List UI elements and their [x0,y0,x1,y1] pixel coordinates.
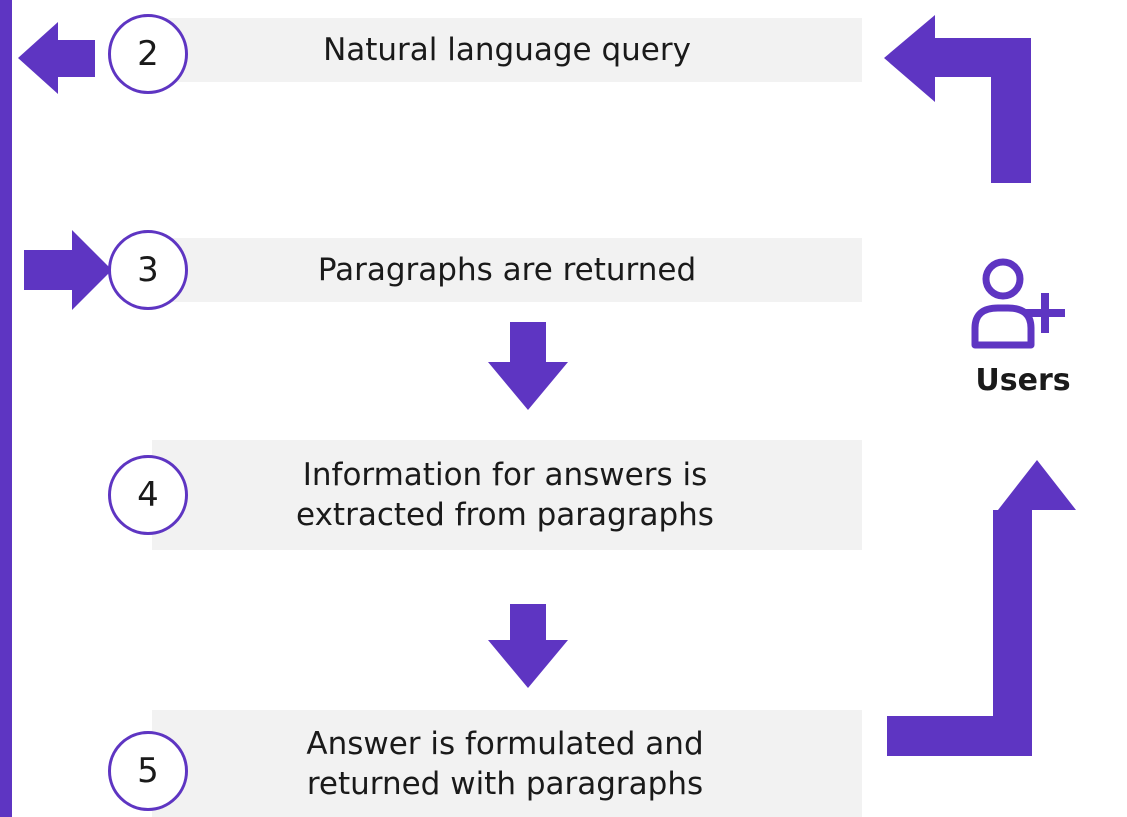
step-4-box [152,440,862,550]
down-arrow-4-to-5 [488,604,568,688]
step-5-number: 5 [108,731,188,811]
bent-arrow-answer-to-users [887,460,1076,756]
step-4-label: Information for answers is extracted fro… [296,457,714,533]
left-arrow-step-2 [18,22,95,94]
step-5-box [152,710,862,817]
step-2-number: 2 [108,14,188,94]
step-4-number: 4 [108,455,188,535]
left-vertical-bar [0,0,12,817]
bent-arrow-users-to-query [884,15,1031,183]
right-arrow-step-3 [24,230,112,310]
step-2-box [152,18,862,82]
step-2-label: Natural language query [323,32,691,68]
step-3-number: 3 [108,230,188,310]
down-arrow-3-to-4 [488,322,568,410]
add-user-icon [971,258,1065,349]
users-label: Users [975,363,1071,398]
step-3-label: Paragraphs are returned [317,252,697,288]
step-5-label: Answer is formulated and returned with p… [306,725,704,802]
step-3-box [152,238,862,302]
